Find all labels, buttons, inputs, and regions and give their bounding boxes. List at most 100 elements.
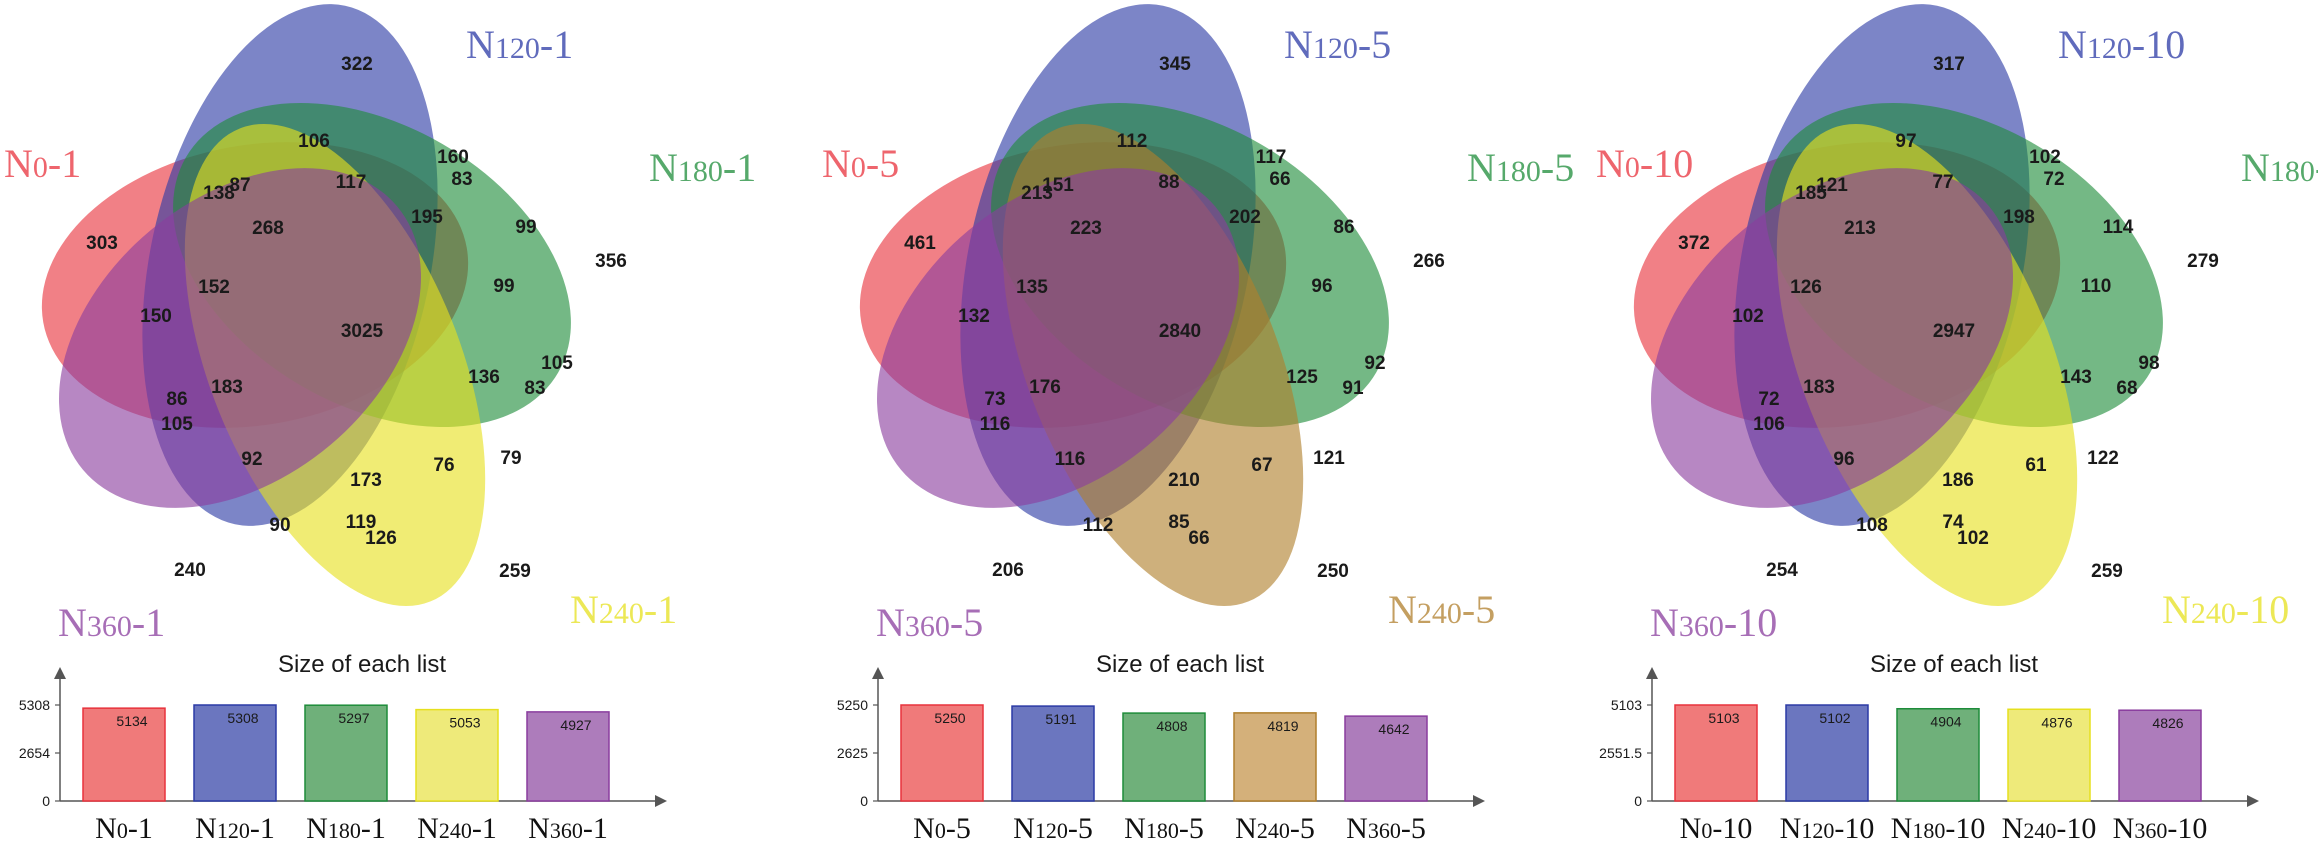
region-count: 151	[1042, 175, 1074, 196]
region-count: 126	[365, 528, 397, 549]
region-count: 91	[1342, 378, 1364, 399]
region-count: 66	[1269, 169, 1290, 190]
size-bar-chart: Size of each list0262552505250N0-55191N1…	[837, 651, 1485, 845]
bar-value-label: 5191	[1045, 711, 1076, 727]
bar-value-label: 4876	[2041, 714, 2072, 730]
region-count: 105	[161, 414, 193, 435]
bar	[2007, 708, 2091, 802]
region-count: 150	[140, 306, 172, 327]
region-count: 99	[515, 217, 536, 238]
bar	[1344, 715, 1428, 802]
region-count: 121	[1816, 175, 1848, 196]
region-count: 77	[1932, 172, 1953, 193]
bar	[1011, 705, 1095, 802]
region-count: 68	[2116, 378, 2137, 399]
region-count: 356	[595, 251, 627, 272]
region-count: 254	[1766, 560, 1798, 581]
region-count: 195	[411, 207, 443, 228]
region-count: 183	[211, 377, 243, 398]
bar-value-label: 4808	[1156, 718, 1187, 734]
set-label-1: N0-1	[4, 141, 81, 186]
set-label-1: N0-10	[1596, 141, 1693, 186]
size-bar-chart: Size of each list0265453085134N0-15308N1…	[19, 651, 667, 845]
bar-category-label: N0-5	[913, 812, 971, 845]
y-tick-label: 5308	[19, 697, 50, 713]
region-count: 117	[1256, 147, 1287, 168]
set-label-3: N180-10	[2241, 145, 2318, 190]
set-label-2: N120-5	[1284, 22, 1391, 67]
region-count: 176	[1029, 377, 1061, 398]
bar-value-label: 4642	[1378, 721, 1409, 737]
region-count: 345	[1159, 54, 1191, 75]
bar-value-label: 5102	[1819, 710, 1850, 726]
bar-category-label: N360-1	[528, 812, 608, 845]
set-label-4: N240-5	[1388, 587, 1495, 632]
bar	[1233, 712, 1317, 802]
region-count: 102	[2029, 147, 2061, 168]
region-count: 117	[336, 172, 367, 193]
bar	[1122, 712, 1206, 802]
region-count: 106	[1753, 414, 1785, 435]
region-count: 185	[1795, 183, 1827, 204]
region-count: 86	[1333, 217, 1354, 238]
region-count: 206	[992, 560, 1024, 581]
region-count: 66	[1188, 528, 1209, 549]
bar	[82, 707, 166, 802]
region-count: 86	[166, 389, 187, 410]
region-count: 2947	[1933, 321, 1975, 342]
region-count: 72	[1758, 389, 1779, 410]
region-count: 202	[1229, 207, 1261, 228]
set-label-1: N0-5	[822, 141, 899, 186]
bar-value-label: 5250	[934, 710, 965, 726]
region-count: 223	[1070, 218, 1102, 239]
region-count: 97	[1895, 131, 1916, 152]
region-count: 250	[1317, 561, 1349, 582]
set-label-3: N180-1	[649, 145, 756, 190]
region-count: 61	[2025, 455, 2047, 476]
bar-category-label: N120-10	[1780, 812, 1875, 845]
bar	[1785, 704, 1869, 802]
bar-category-label: N240-5	[1235, 812, 1315, 845]
bar-chart-title: Size of each list	[1096, 651, 1264, 678]
bar-value-label: 5308	[227, 710, 258, 726]
bar	[526, 711, 610, 802]
region-count: 138	[203, 183, 235, 204]
region-count: 73	[984, 389, 1005, 410]
region-count: 79	[500, 448, 521, 469]
region-count: 76	[433, 455, 454, 476]
y-tick-label: 5103	[1611, 697, 1642, 713]
set-label-2: N120-1	[466, 22, 573, 67]
region-count: 102	[1732, 306, 1764, 327]
set-label-5: N360-10	[1650, 600, 1777, 645]
bar-value-label: 5297	[338, 710, 369, 726]
bar	[2118, 709, 2202, 802]
y-axis-arrow	[1646, 667, 1658, 679]
region-count: 136	[468, 367, 500, 388]
set-label-2: N120-10	[2058, 22, 2185, 67]
bar-chart-title: Size of each list	[278, 651, 446, 678]
region-count: 102	[1957, 528, 1989, 549]
set-label-5: N360-5	[876, 600, 983, 645]
bar-value-label: 5134	[116, 713, 147, 729]
bar-category-label: N180-1	[306, 812, 386, 845]
region-count: 132	[958, 306, 990, 327]
region-count: 114	[2103, 217, 2134, 238]
region-count: 74	[1942, 512, 1964, 533]
bar	[900, 704, 984, 802]
region-count: 213	[1844, 218, 1876, 239]
region-count: 143	[2060, 367, 2092, 388]
region-count: 259	[2091, 561, 2123, 582]
bar	[193, 704, 277, 802]
bar-category-label: N180-10	[1891, 812, 1986, 845]
region-count: 186	[1942, 470, 1974, 491]
bar-category-label: N120-5	[1013, 812, 1093, 845]
region-count: 135	[1016, 277, 1048, 298]
region-count: 210	[1168, 470, 1200, 491]
region-count: 83	[451, 169, 472, 190]
y-tick-label: 2625	[837, 745, 868, 761]
region-count: 92	[241, 449, 262, 470]
bar	[1674, 704, 1758, 802]
region-count: 105	[541, 353, 573, 374]
region-count: 461	[904, 233, 936, 254]
